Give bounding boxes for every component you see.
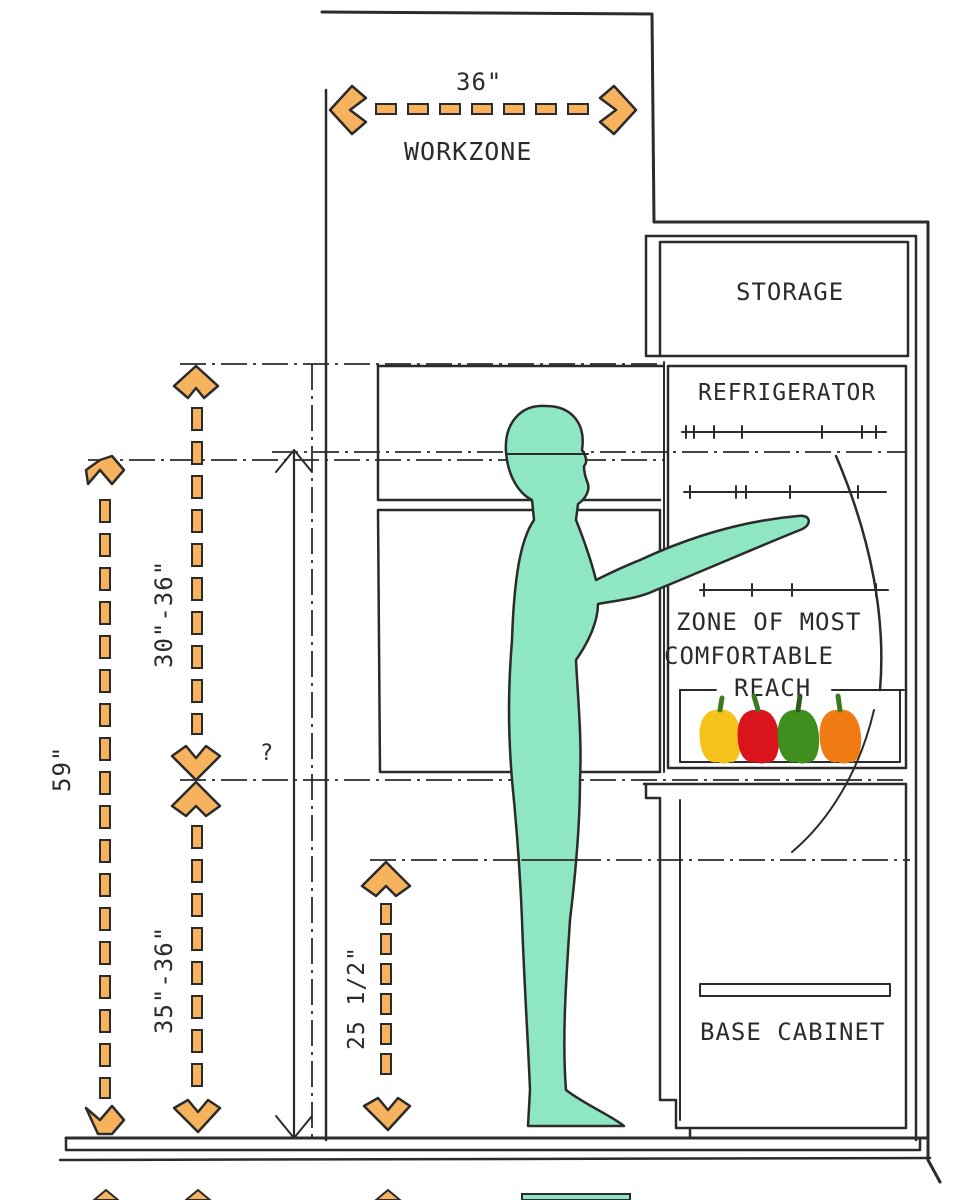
unknown-height-label: ? xyxy=(260,741,274,766)
storage-cabinet: STORAGE xyxy=(644,234,910,358)
refrigerator-label: REFRIGERATOR xyxy=(698,380,876,406)
dimension-25-half-dashes xyxy=(380,903,392,1075)
dimension-59-label: 59" xyxy=(48,746,76,792)
zone-label-line1: ZONE OF MOST xyxy=(676,608,861,636)
reach-arc xyxy=(834,454,883,692)
dimension-35-36-label: 35"-36" xyxy=(150,926,178,1034)
workzone-width-label: 36" xyxy=(456,68,502,96)
workzone-label: WORKZONE xyxy=(404,137,532,166)
refrigerator-shelves xyxy=(679,425,905,763)
dimension-25-half-bottom-chevron xyxy=(362,1096,412,1132)
dimension-59-dashes xyxy=(99,499,111,1099)
dimension-30-36-top-chevron xyxy=(172,364,220,400)
storage-label: STORAGE xyxy=(736,278,844,306)
orange-pepper-icon xyxy=(819,693,862,764)
dimension-30-36: 30"-36" xyxy=(150,364,222,782)
peppers xyxy=(699,693,862,764)
dimension-30-36-bottom-chevron xyxy=(170,744,222,782)
base-cabinet-label: BASE CABINET xyxy=(700,1018,885,1046)
dimension-25-half: 25 1/2" xyxy=(344,860,412,1132)
refrigerator: REFRIGERATOR ZONE OF MOST COMFORTABLE RE… xyxy=(663,361,908,853)
dimension-35-36-bottom-chevron xyxy=(172,1098,222,1134)
base-cabinet: BASE CABINET xyxy=(642,782,908,1140)
standing-person-icon xyxy=(504,404,810,1128)
unknown-height-dimension: ? xyxy=(260,448,313,1140)
yellow-pepper-icon xyxy=(699,695,742,764)
green-pepper-icon xyxy=(777,693,820,764)
dimension-30-36-label: 30"-36" xyxy=(150,560,178,668)
dimension-59-top-chevron xyxy=(84,454,126,486)
wall-outline xyxy=(320,10,942,1184)
bottom-edge-fragments xyxy=(92,1188,631,1200)
reach-arc-lower xyxy=(791,709,875,853)
dimension-59: 59" xyxy=(48,454,126,1136)
dimension-35-36-dashes xyxy=(191,825,203,1087)
dimension-25-half-label: 25 1/2" xyxy=(344,946,370,1050)
dimension-30-36-dashes xyxy=(191,407,203,735)
floor xyxy=(58,1136,932,1162)
dimension-25-half-top-chevron xyxy=(360,860,412,898)
dimension-35-36: 35"-36" xyxy=(150,780,222,1134)
zone-label-line2: COMFORTABLE xyxy=(664,642,834,670)
workzone-dashes xyxy=(375,103,589,115)
red-pepper-icon xyxy=(737,693,780,764)
workzone-dimension: 36" WORKZONE xyxy=(328,68,638,166)
workzone-right-chevron xyxy=(598,84,638,136)
workzone-left-chevron xyxy=(328,84,368,136)
dimension-35-36-top-chevron xyxy=(170,780,222,818)
dimension-59-bottom-chevron xyxy=(84,1104,126,1136)
